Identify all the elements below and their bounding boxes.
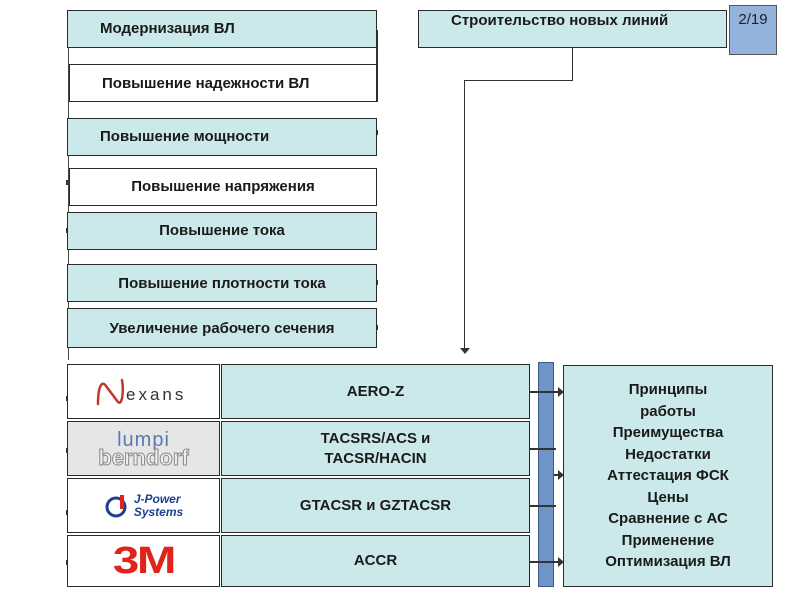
product-tacsrs: TACSRS/ACS и TACSR/HACIN — [221, 421, 530, 476]
page-number: 2/19 — [738, 11, 768, 28]
lumpi-berndorf-logo: lumpi berndorf — [67, 421, 220, 476]
modernization-box: Модернизация ВЛ — [67, 10, 377, 48]
right-connector-horizontal — [464, 80, 573, 81]
product-accr: ACCR — [221, 535, 530, 587]
tick-mark — [376, 325, 378, 330]
new-lines-box: Строительство новых линий — [418, 10, 727, 48]
info-item: работы — [640, 402, 696, 420]
power-label: Повышение мощности — [100, 128, 270, 145]
product-label: ACCR — [353, 552, 398, 569]
info-item: Цены — [647, 488, 689, 506]
reliability-label: Повышение надежности ВЛ — [102, 74, 310, 92]
voltage-box: Повышение напряжения — [69, 168, 377, 206]
info-item: Применение — [621, 531, 715, 549]
j-power-systems-logo: J-Power Systems — [67, 478, 220, 533]
info-item: Сравнение с АС — [608, 510, 728, 528]
voltage-label: Повышение напряжения — [131, 178, 315, 195]
tick-mark — [376, 130, 378, 135]
info-item: Принципы — [628, 381, 708, 399]
product-gtacsr: GTACSR и GZTACSR — [221, 478, 530, 533]
page-badge: 2/19 — [729, 5, 777, 55]
left-spine-line-lower — [68, 30, 69, 360]
3m-logo: 3M — [67, 535, 220, 587]
info-item: Недостатки — [625, 445, 711, 463]
arrow-line — [554, 391, 560, 393]
left-spine-line — [376, 30, 378, 102]
new-lines-label: Строительство новых линий — [451, 12, 669, 29]
berndorf-logo-text: berndorf — [98, 444, 189, 470]
bar-link — [530, 505, 556, 507]
cross-section-label: Увеличение рабочего сечения — [109, 319, 335, 337]
info-item: Аттестация ФСК — [607, 467, 729, 485]
right-connector-down — [464, 80, 465, 350]
info-item: Преимущества — [612, 424, 724, 442]
nexans-logo: exans — [67, 364, 220, 419]
product-label: AERO-Z — [346, 382, 405, 400]
current-density-box: Повышение плотности тока — [67, 264, 377, 302]
reliability-box: Повышение надежности ВЛ — [69, 64, 377, 102]
cross-section-box: Увеличение рабочего сечения — [67, 308, 377, 348]
nexans-logo-text: exans — [126, 385, 186, 404]
current-density-label: Повышение плотности тока — [118, 274, 326, 292]
arrow-right-icon — [558, 470, 564, 480]
power-box: Повышение мощности — [67, 118, 377, 156]
arrow-line — [554, 474, 560, 476]
j-power-logo-text: J-Power — [133, 491, 181, 506]
bar-link — [530, 448, 556, 450]
arrow-right-icon — [558, 557, 564, 567]
product-label: GTACSR и GZTACSR — [299, 496, 452, 514]
tick-mark — [66, 180, 68, 185]
right-connector-vertical — [572, 48, 573, 80]
arrow-right-icon — [558, 387, 564, 397]
tick-mark — [376, 76, 378, 81]
nexans-logo-mark: exans — [96, 378, 186, 405]
info-item: Оптимизация ВЛ — [605, 553, 731, 571]
j-power-icon — [105, 494, 127, 517]
3m-logo-text: 3M — [112, 539, 176, 582]
current-box: Повышение тока — [67, 212, 377, 250]
arrow-line — [554, 561, 560, 563]
arrow-down-icon — [460, 348, 470, 354]
modernization-label: Модернизация ВЛ — [100, 20, 235, 37]
connector-bar — [538, 362, 554, 587]
current-label: Повышение тока — [159, 222, 285, 239]
systems-logo-text: Systems — [133, 504, 184, 519]
product-aero-z: AERO-Z — [221, 364, 530, 419]
product-label: TACSRS/ACS и TACSR/HACIN — [320, 429, 431, 467]
info-box: Принципы работы Преимущества Недостатки … — [563, 365, 773, 587]
bar-link — [530, 561, 556, 563]
lumpi-logo-text: lumpi — [117, 428, 170, 451]
tick-mark — [376, 280, 378, 285]
bar-link — [530, 391, 556, 393]
